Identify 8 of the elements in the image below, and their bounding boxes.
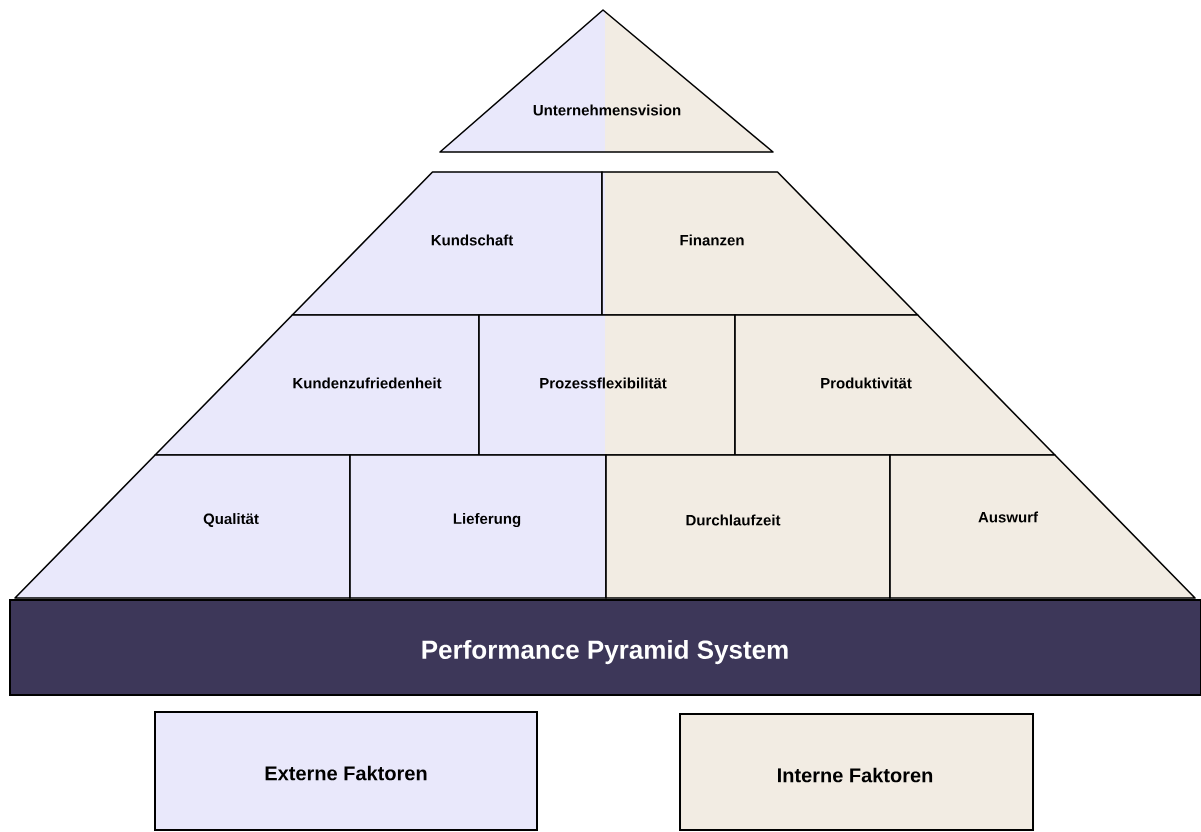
title-bar: Performance Pyramid System (9, 599, 1201, 696)
pyramid-segment: Auswurf (889, 454, 1196, 599)
pyramid-segment: Finanzen (601, 171, 919, 316)
pyramid-segment: Unternehmensvision (439, 9, 774, 153)
pyramid-segment: Qualität (14, 454, 351, 599)
pyramid-segment: Prozessflexibilität (478, 314, 736, 456)
factor-box: Interne Faktoren (679, 713, 1034, 831)
factor-box: Externe Faktoren (154, 711, 538, 831)
